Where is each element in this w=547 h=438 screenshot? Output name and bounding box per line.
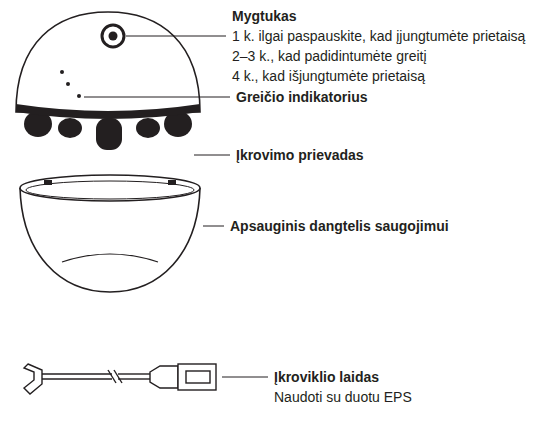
part-name: Apsauginis dangtelis saugojimui: [230, 217, 449, 235]
part-name: Įkrovimo prievadas: [236, 146, 364, 164]
instruction-text: 1 k. ilgai paspauskite, kad įjungtumėte …: [232, 27, 525, 45]
part-name: Mygtukas: [232, 7, 297, 25]
instruction-text: 2–3 k., kad padidintumėte greitį: [232, 47, 427, 65]
note-text: Naudoti su duotu EPS: [274, 388, 412, 406]
instruction-text: 4 k., kad išjungtumėte prietaisą: [232, 67, 425, 85]
part-name: Įkroviklio laidas: [274, 368, 379, 386]
protective-cap-rim: [20, 175, 200, 201]
cap-notch: [44, 180, 52, 185]
dome-base: [16, 104, 200, 119]
power-button: [102, 25, 124, 47]
charging-cable: [24, 364, 216, 394]
cap-notch: [168, 180, 176, 185]
part-name: Greičio indikatorius: [236, 88, 367, 106]
leader-lines: [84, 36, 268, 377]
protective-cap-rim: [26, 181, 194, 199]
speed-indicator-dots: [60, 70, 81, 98]
protective-cap-base: [62, 254, 158, 262]
protective-cap: [20, 188, 200, 292]
power-button: [109, 32, 118, 41]
